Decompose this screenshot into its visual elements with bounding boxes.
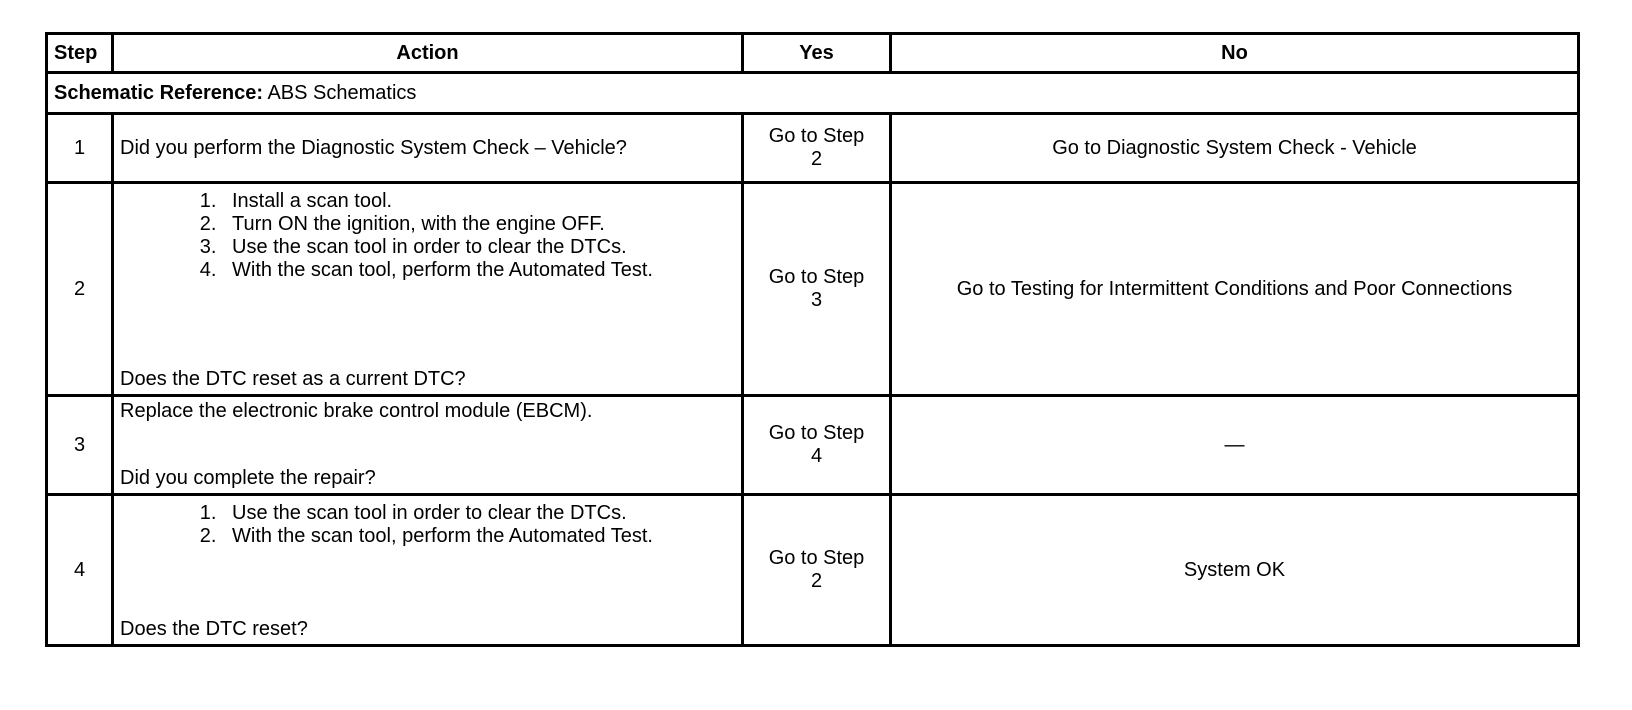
header-step: Step: [45, 32, 114, 74]
action-cell: Install a scan tool. Turn ON the ignitio…: [111, 181, 744, 397]
action-cell: Replace the electronic brake control mod…: [111, 394, 744, 496]
schematic-reference-value: ABS Schematics: [267, 81, 417, 104]
instruction-list: Install a scan tool. Turn ON the ignitio…: [120, 190, 735, 282]
no-cell: System OK: [889, 493, 1580, 647]
action-question: Does the DTC reset?: [120, 618, 308, 640]
header-no: No: [889, 32, 1580, 74]
header-yes: Yes: [741, 32, 892, 74]
header-action: Action: [111, 32, 744, 74]
no-cell: —: [889, 394, 1580, 496]
instruction-list: Use the scan tool in order to clear the …: [120, 502, 735, 548]
schematic-reference-row: Schematic Reference: ABS Schematics: [45, 71, 1580, 115]
step-number: 1: [45, 112, 114, 184]
action-cell: Did you perform the Diagnostic System Ch…: [111, 112, 744, 184]
diagnostic-table-sheet: Step Action Yes No Schematic Reference: …: [45, 32, 1580, 647]
diagnostic-table: Step Action Yes No Schematic Reference: …: [45, 32, 1580, 647]
schematic-reference: Schematic Reference: ABS Schematics: [45, 71, 1580, 115]
yes-cell: Go to Step 3: [741, 181, 892, 397]
no-cell: Go to Testing for Intermittent Condition…: [889, 181, 1580, 397]
table-row-step-3: 3 Replace the electronic brake control m…: [45, 394, 1580, 496]
no-text: Go to Testing for Intermittent Condition…: [956, 277, 1513, 300]
yes-text: Go to Step 2: [768, 547, 865, 592]
step-number: 2: [45, 181, 114, 397]
action-question: Does the DTC reset as a current DTC?: [120, 368, 466, 390]
action-question: Did you complete the repair?: [120, 467, 376, 489]
table-row-step-2: 2 Install a scan tool. Turn ON the ignit…: [45, 181, 1580, 397]
instruction-item: With the scan tool, perform the Automate…: [222, 525, 735, 548]
instruction-item: Turn ON the ignition, with the engine OF…: [222, 213, 735, 236]
header-row: Step Action Yes No: [45, 32, 1580, 74]
step-number: 4: [45, 493, 114, 647]
yes-cell: Go to Step 2: [741, 112, 892, 184]
no-cell: Go to Diagnostic System Check - Vehicle: [889, 112, 1580, 184]
step-number: 3: [45, 394, 114, 496]
action-question: Did you perform the Diagnostic System Ch…: [120, 136, 627, 159]
action-instruction: Replace the electronic brake control mod…: [120, 400, 593, 422]
instruction-item: Use the scan tool in order to clear the …: [222, 236, 735, 259]
instruction-item: Install a scan tool.: [222, 190, 735, 213]
yes-text: Go to Step 3: [768, 266, 865, 311]
instruction-item: Use the scan tool in order to clear the …: [222, 502, 735, 525]
table-row-step-1: 1 Did you perform the Diagnostic System …: [45, 112, 1580, 184]
yes-text: Go to Step 2: [768, 125, 865, 170]
action-cell: Use the scan tool in order to clear the …: [111, 493, 744, 647]
yes-cell: Go to Step 2: [741, 493, 892, 647]
instruction-item: With the scan tool, perform the Automate…: [222, 259, 735, 282]
yes-cell: Go to Step 4: [741, 394, 892, 496]
yes-text: Go to Step 4: [768, 422, 865, 467]
table-row-step-4: 4 Use the scan tool in order to clear th…: [45, 493, 1580, 647]
schematic-reference-label: Schematic Reference:: [54, 81, 263, 104]
